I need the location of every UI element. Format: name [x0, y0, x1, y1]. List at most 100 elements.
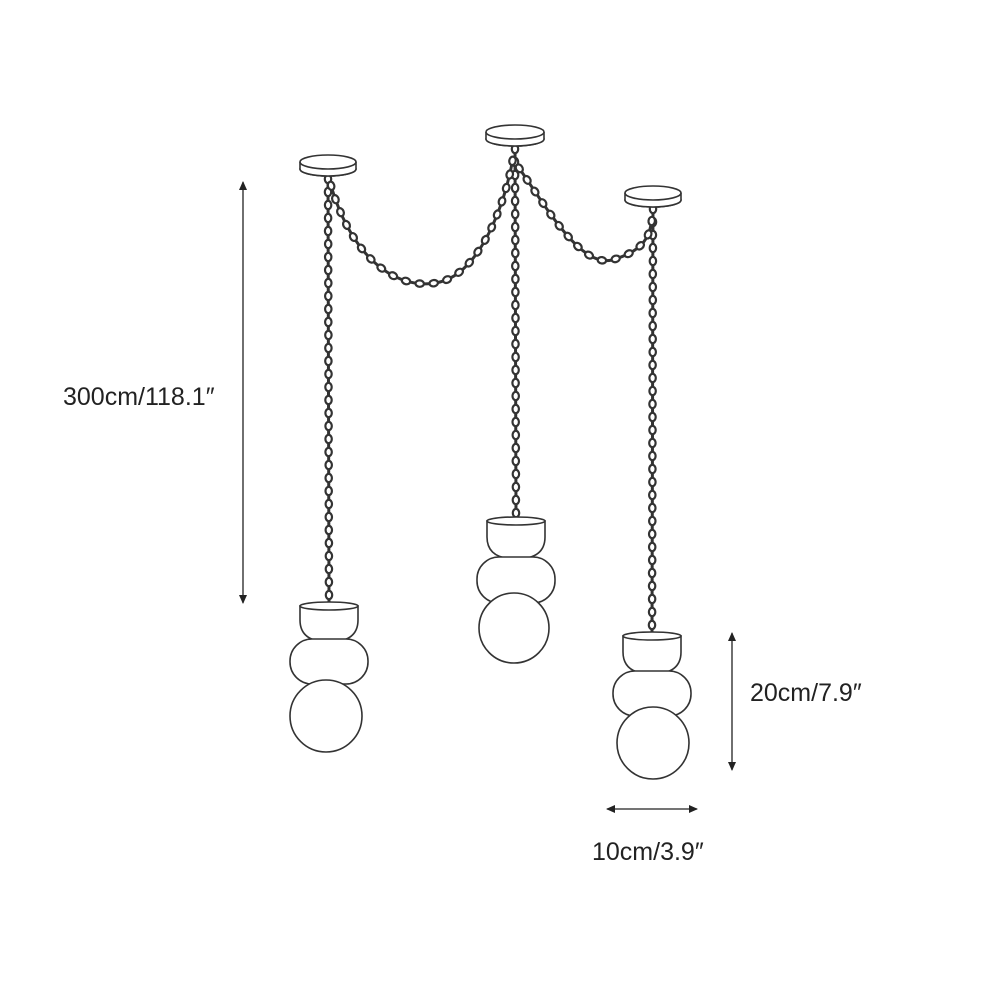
chain-swag-right-link	[647, 215, 657, 227]
chain-swag-left-link	[508, 155, 517, 167]
chain-center-drop-link	[511, 338, 520, 350]
chain-left-drop-link	[323, 251, 333, 263]
chain-center-drop-link	[511, 364, 520, 376]
chain-right-drop-link	[647, 580, 657, 592]
chain-right-drop-link	[648, 372, 657, 384]
chain-right-drop-link	[647, 489, 657, 501]
chain-center-drop-link	[510, 208, 520, 220]
chain-left-drop-link	[324, 589, 334, 601]
chain-left-drop-link	[323, 316, 333, 328]
chain-swag-right-link	[530, 186, 540, 197]
chains	[323, 143, 658, 635]
chain-right-drop-link	[648, 333, 658, 345]
chain-left-drop-link	[324, 498, 334, 510]
chain-left-drop-link	[323, 264, 333, 276]
chain-swag-left-link	[492, 209, 502, 220]
chain-right-drop-link	[648, 476, 657, 488]
chain-center-drop-link	[511, 481, 521, 493]
chain-right-drop-link	[647, 528, 657, 540]
chain-swag-left-link	[505, 169, 515, 180]
chain-center-drop-link	[511, 377, 520, 389]
chain-center-drop-link	[511, 429, 521, 441]
chain-center-drop-link	[510, 195, 520, 207]
chain-right-drop-link	[647, 541, 657, 553]
chain-left-drop-link	[324, 459, 334, 471]
chain-center-drop-link	[511, 442, 521, 454]
chain-swag-left-link	[473, 246, 483, 257]
chain-swag-left-link	[428, 278, 439, 288]
chain-swag-right-link	[643, 229, 653, 240]
chain-right-drop-link	[648, 463, 657, 475]
chain-swag-left-link	[487, 222, 497, 233]
chain-right-drop-link	[647, 619, 657, 631]
chain-right-drop-link	[647, 567, 657, 579]
chain-swag-right-link	[563, 231, 573, 242]
chain-swag-right-link	[514, 163, 524, 174]
chain-swag-right-link	[623, 249, 634, 259]
chain-left-drop-link	[323, 225, 333, 237]
chain-swag-right-link	[596, 255, 608, 265]
chain-left-drop-link	[324, 537, 334, 549]
chain-swag-right-link	[546, 209, 556, 220]
chain-left-drop-link	[324, 563, 334, 575]
chain-center-drop-link	[510, 221, 520, 233]
chain-left-drop-link	[324, 524, 334, 536]
chain-center-drop-link	[510, 234, 520, 246]
height-total-label: 300cm/118.1″	[63, 383, 215, 411]
chain-left-drop-link	[323, 212, 333, 224]
chain-center-drop-link	[510, 247, 520, 259]
chain-swag-left-link	[501, 182, 511, 194]
ceiling-canopy-center	[485, 124, 545, 147]
chain-center-drop-link	[511, 325, 520, 337]
chain-swag-right-link	[610, 254, 621, 264]
pendant-left	[289, 601, 369, 753]
chain-swag-right-link	[573, 241, 583, 252]
chain-left-drop-link	[324, 576, 334, 588]
chain-center-drop-link	[511, 286, 520, 298]
chain-right-drop-link	[647, 606, 657, 618]
chain-right-drop-link	[648, 411, 657, 423]
chain-swag-left-link	[326, 180, 336, 192]
chain-swag-right-link	[538, 198, 548, 209]
chain-left-drop-link	[324, 381, 333, 393]
chain-right-drop-link	[647, 515, 657, 527]
chain-right-drop-link	[648, 437, 657, 449]
chain-swag-left-link	[348, 231, 359, 243]
chain-swag-right-link	[522, 174, 532, 185]
chain-swag-left-link	[376, 263, 387, 273]
chain-center-drop-link	[511, 507, 521, 519]
chain-left-drop-link	[324, 485, 334, 497]
chain-center-drop-link	[511, 455, 521, 467]
chain-right-drop-link	[648, 255, 658, 267]
chain-left-drop-link	[324, 355, 333, 367]
chain-center-drop-link	[511, 273, 520, 285]
chain-swag-left-link	[330, 194, 340, 205]
chain-center-drop-link	[511, 403, 521, 415]
chain-center-drop-link	[511, 416, 521, 428]
chain-left-drop-link	[324, 329, 333, 341]
chain-swag-left-link	[341, 219, 352, 231]
chain-right-drop-link	[648, 385, 657, 397]
chain-left-drop-link	[324, 511, 334, 523]
chain-right-drop-link	[648, 320, 658, 332]
chain-left-drop-link	[324, 394, 333, 406]
chain-center-drop-link	[511, 299, 520, 311]
chain-left-drop-link	[324, 342, 333, 354]
ceiling-canopy-left	[299, 154, 357, 177]
chain-left-drop-link	[324, 368, 333, 380]
chain-center-drop-link	[511, 390, 521, 402]
chain-swag-left-link	[464, 257, 475, 268]
chain-swag-left-link	[336, 207, 345, 218]
chain-right-drop-link	[647, 502, 657, 514]
chain-swag-left-link	[400, 276, 412, 286]
chain-swag-left-link	[414, 279, 425, 288]
chain-swag-right-cord	[515, 164, 654, 263]
pendant-right	[612, 631, 692, 780]
chain-left-drop-link	[323, 303, 333, 315]
chain-left-drop-link	[323, 238, 333, 250]
chain-left-drop-link	[324, 550, 334, 562]
chain-center-drop-link	[511, 494, 521, 506]
chain-center-drop-link	[510, 260, 520, 272]
chain-left-drop-link	[323, 277, 333, 289]
